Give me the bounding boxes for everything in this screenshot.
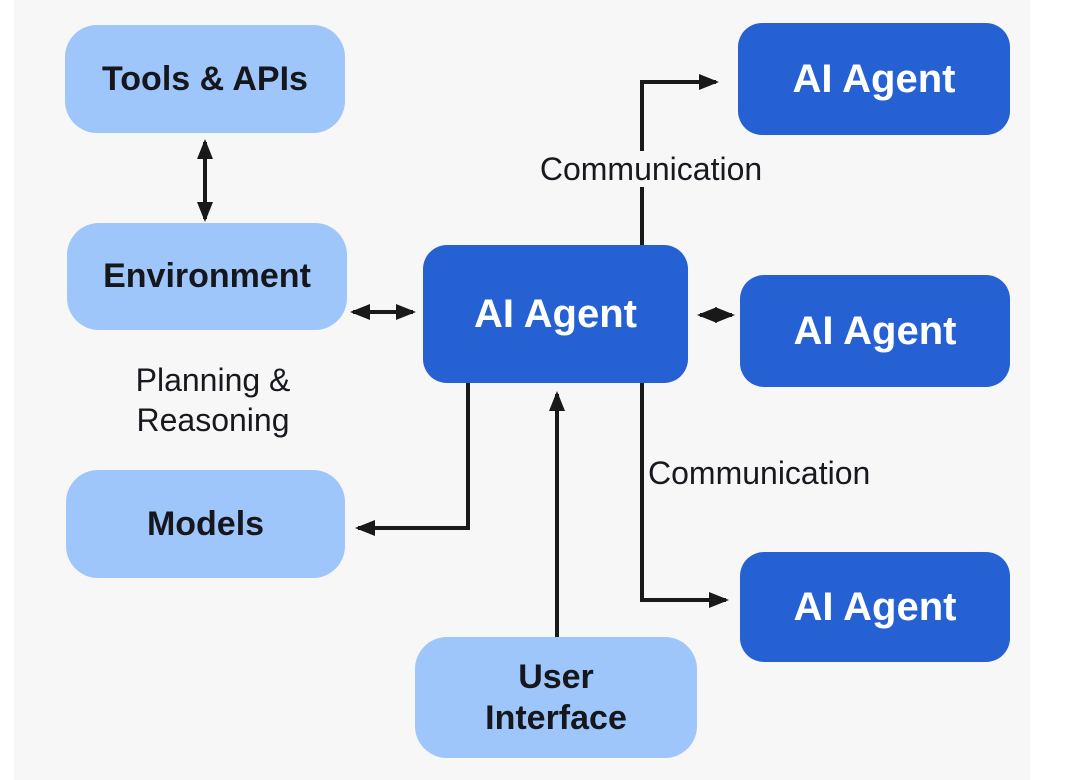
node-ai-agent-central: AI Agent xyxy=(423,245,688,383)
node-models: Models xyxy=(66,470,345,578)
arrow-agent-models xyxy=(355,381,470,536)
arrow-agent-agent-top xyxy=(640,74,719,247)
node-ai-agent-middle-label: AI Agent xyxy=(793,308,957,353)
node-user-interface-label: User Interface xyxy=(485,658,627,737)
node-tools-apis: Tools & APIs xyxy=(65,25,345,133)
label-communication-bottom-text: Communication xyxy=(648,455,871,491)
node-tools-apis-label: Tools & APIs xyxy=(102,59,308,98)
label-communication-top-text: Communication xyxy=(531,151,771,187)
node-ai-agent-middle: AI Agent xyxy=(740,275,1010,387)
label-communication-top: Communication xyxy=(495,149,807,189)
label-planning-reasoning-text: Planning & Reasoning xyxy=(135,362,291,438)
node-ai-agent-bottom: AI Agent xyxy=(740,552,1010,662)
node-user-interface: User Interface xyxy=(415,637,697,758)
arrow-agent-agent-bottom xyxy=(640,381,729,608)
label-planning-reasoning: Planning & Reasoning xyxy=(85,360,341,440)
node-environment: Environment xyxy=(67,223,347,330)
node-ai-agent-top-label: AI Agent xyxy=(792,56,956,101)
label-communication-bottom: Communication xyxy=(648,453,928,493)
node-ai-agent-top: AI Agent xyxy=(738,23,1010,135)
node-environment-label: Environment xyxy=(103,257,311,296)
node-ai-agent-bottom-label: AI Agent xyxy=(793,584,957,629)
node-ai-agent-central-label: AI Agent xyxy=(474,291,637,336)
node-models-label: Models xyxy=(146,504,265,543)
